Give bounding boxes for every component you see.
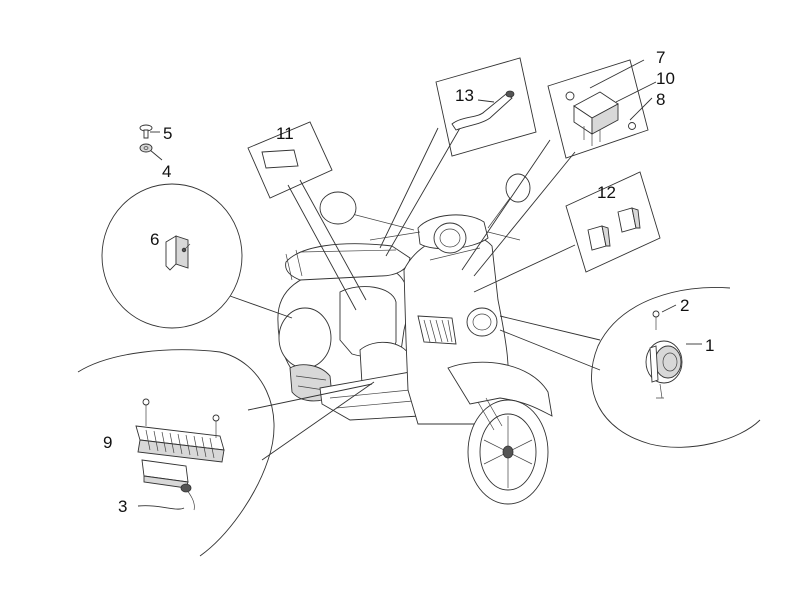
headlight [433,222,467,254]
screw-5 [139,124,153,139]
left-mirror [319,191,357,225]
callout-box-12 [565,171,661,273]
relay-7-10 [565,91,636,146]
washer-4 [139,143,153,153]
scooter-seat [285,243,411,281]
relays-12 [587,207,641,251]
label-6: 6 [150,230,159,249]
label-10: 10 [656,69,675,88]
callout-circle-6 [101,183,243,329]
label-7: 7 [656,48,665,67]
scooter-illustration [277,173,553,505]
center-box-cover [339,286,397,358]
label-1: 1 [705,336,714,355]
label-8: 8 [656,90,665,109]
bracket-6 [165,235,191,271]
label-4: 4 [162,162,171,181]
callout-circle-horn [591,286,761,448]
callout-box-13 [435,57,537,157]
label-2: 2 [680,296,689,315]
label-9: 9 [103,433,112,452]
label-12: 12 [597,183,616,202]
label-11: 11 [276,124,294,143]
vent-grille [417,315,457,345]
leader-lines [137,59,702,510]
callout-circle-9 [77,349,275,557]
rear-side-cover [278,307,332,369]
cable-13 [451,90,515,131]
label-5: 5 [163,124,172,143]
part-number-labels: 1 2 3 4 5 6 7 8 9 10 11 12 13 [103,48,714,516]
callout-box-relay [547,59,649,159]
callout-box-11 [247,121,333,199]
label-13: 13 [455,86,474,105]
fuse-box-9 [135,398,225,463]
horn-1 [645,310,683,399]
fuse-cover-3 [141,459,195,511]
front-horn-cover [466,307,498,337]
label-3: 3 [118,497,127,516]
